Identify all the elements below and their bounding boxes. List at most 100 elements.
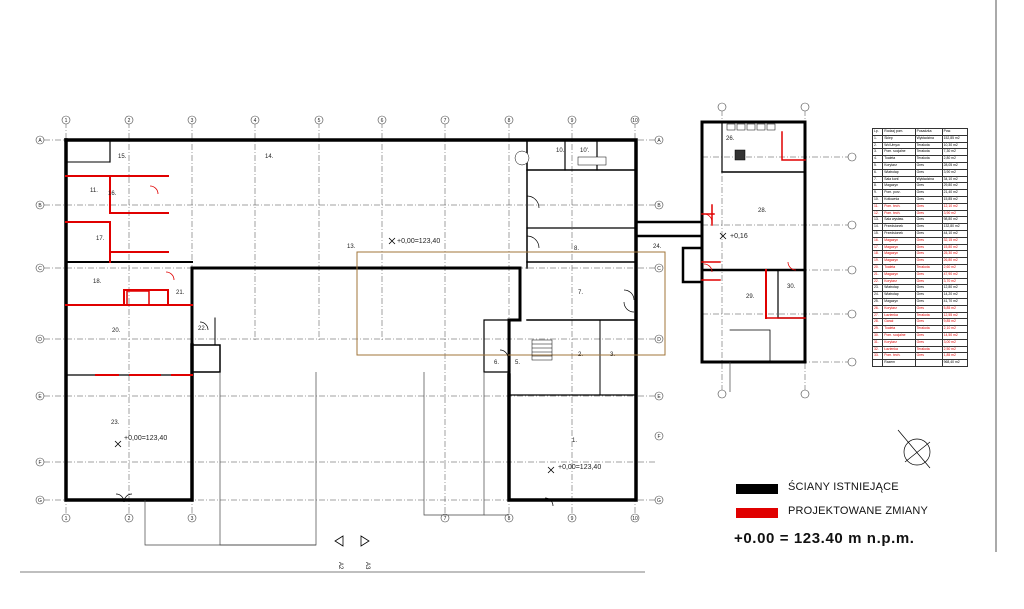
- table-cell: 41,70 m2: [941, 297, 969, 306]
- table-cell: Gres: [914, 338, 943, 347]
- table-cell: 14,50 m2: [941, 331, 969, 340]
- axis-label: 7: [444, 516, 447, 522]
- table-cell: Pom. tech.: [882, 209, 916, 218]
- room-number: 5.: [515, 360, 520, 366]
- table-cell: 2,60 m2: [941, 263, 969, 272]
- room-number: 21.: [176, 290, 185, 296]
- table-cell: Przedsionek: [882, 223, 916, 231]
- section-outline: [356, 251, 666, 356]
- table-cell: 3,90 m2: [941, 168, 969, 177]
- table-cell: 14.: [871, 223, 884, 231]
- table-cell: [914, 359, 943, 367]
- table-cell: 2,50 m2: [941, 345, 969, 354]
- room-number: 7.: [578, 290, 583, 296]
- room-number: 2.: [578, 352, 583, 358]
- table-cell: Pom. tech.: [882, 352, 916, 361]
- table-cell: 17.: [871, 243, 884, 252]
- table-cell: 12,10 m2: [941, 202, 969, 211]
- table-cell: Gres: [914, 291, 943, 299]
- table-cell: Gres: [914, 318, 943, 327]
- room-number: 18.: [93, 279, 102, 285]
- table-cell: 16.: [871, 236, 884, 245]
- table-cell: Terakota: [914, 141, 943, 150]
- table-cell: 27.: [871, 311, 884, 320]
- elevation-label: +0,16: [730, 233, 748, 240]
- table-cell: 15.: [871, 229, 884, 238]
- axis-label: 8: [508, 516, 511, 522]
- axis-label: E: [657, 394, 661, 400]
- table-cell: Korytarz: [882, 161, 916, 170]
- table-cell: Przedsionek: [882, 229, 916, 238]
- table-cell: 21.: [871, 270, 884, 279]
- table-cell: Gres: [914, 236, 943, 245]
- legend-planned: PROJEKTOWANE ZMIANY: [734, 504, 1004, 528]
- table-cell: Magazyn: [882, 297, 916, 306]
- axis-label: C: [657, 266, 661, 272]
- legend-existing: ŚCIANY ISTNIEJĄCE: [734, 480, 1004, 504]
- legend-existing-label: ŚCIANY ISTNIEJĄCE: [788, 481, 899, 493]
- room-number: 10.: [556, 148, 565, 154]
- grid-axes: [44, 110, 850, 515]
- room-number: 13.: [347, 244, 356, 250]
- table-cell: 29,80 m2: [941, 182, 969, 191]
- table-cell: Wc/Umyw.: [882, 141, 916, 150]
- table-cell: 9,85 m2: [941, 318, 969, 327]
- table-cell: 25.: [871, 297, 884, 306]
- planned-wc-block: [126, 290, 150, 306]
- axis-label: 2: [128, 516, 131, 522]
- axis-label: 3: [191, 118, 194, 124]
- table-cell: 132,80 m2: [941, 223, 969, 231]
- table-cell: Pom. tech.: [882, 202, 916, 211]
- axis-label: 1: [65, 516, 68, 522]
- table-cell: 152,85 m2: [941, 134, 969, 143]
- table-cell: 8.: [871, 182, 884, 191]
- table-cell: 44,10 m2: [941, 229, 969, 238]
- table-cell: Gres: [914, 352, 943, 361]
- table-cell: Łazienka: [882, 345, 916, 354]
- table-cell: Gres: [914, 195, 943, 204]
- table-cell: 30.: [871, 331, 884, 340]
- legend: ŚCIANY ISTNIEJĄCE PROJEKTOWANE ZMIANY: [734, 480, 1004, 528]
- legend-planned-label: PROJEKTOWANE ZMIANY: [788, 505, 929, 517]
- table-cell: Gres: [914, 270, 943, 279]
- table-cell: Gres: [914, 202, 943, 211]
- room-number: 10'.: [580, 148, 590, 154]
- room-number: 20.: [112, 328, 121, 334]
- elevation-label: +0,00=123,40: [124, 435, 167, 442]
- room-number: 22.: [198, 326, 207, 332]
- table-cell: 98,80 m2: [941, 216, 969, 225]
- table-cell: 4.: [871, 155, 884, 163]
- table-cell: 13.: [871, 216, 884, 225]
- annex-walls: [700, 120, 807, 364]
- table-cell: 24.: [871, 291, 884, 299]
- axis-label: F: [657, 434, 660, 440]
- table-cell: 20.: [871, 263, 884, 272]
- planned-change-swatch: [736, 508, 778, 518]
- axis-label: A: [657, 138, 661, 144]
- datum-note: +0.00 = 123.40 m n.p.m.: [734, 530, 915, 547]
- axis-label: G: [657, 498, 661, 504]
- room-number: 24.: [653, 244, 662, 250]
- axis-label: 10: [632, 118, 638, 124]
- section-label: A2: [337, 562, 343, 570]
- axis-label: 3: [191, 516, 194, 522]
- stair: [531, 339, 553, 361]
- elevation-labels: +0,00=123,40+0,00=123,40+0,00=123,40+0,1…: [124, 233, 748, 471]
- table-cell: Wiatrołap: [882, 168, 916, 177]
- axis-bubbles: [35, 102, 857, 523]
- axis-label: 4: [254, 118, 257, 124]
- table-cell: Wykładzina: [914, 175, 943, 184]
- table-cell: 15,85 m2: [941, 195, 969, 204]
